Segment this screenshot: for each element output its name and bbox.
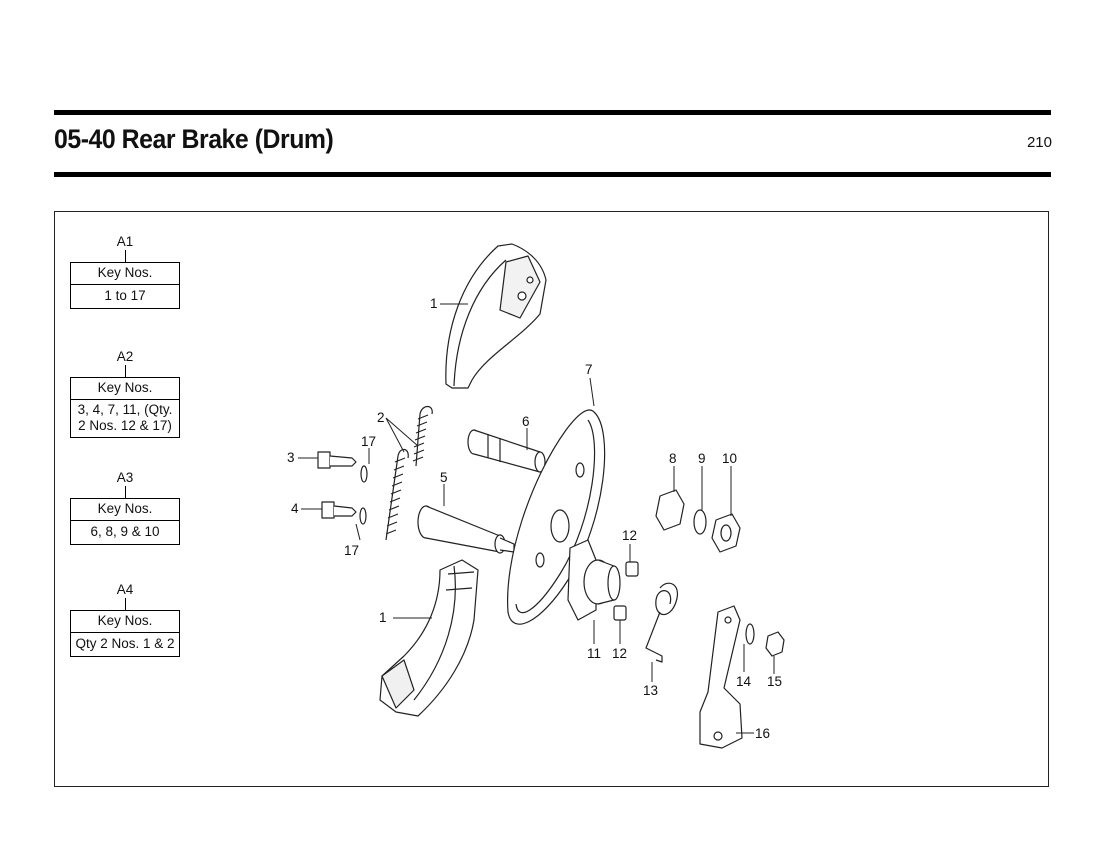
- callout-14: 14: [736, 674, 752, 689]
- callout-17-upper: 17: [361, 434, 376, 449]
- washer-14: [745, 623, 755, 645]
- kit-box: Key Nos. Qty 2 Nos. 1 & 2: [70, 610, 180, 657]
- backing-plate: [506, 409, 606, 625]
- callout-9: 9: [698, 451, 706, 466]
- kit-stem: [124, 598, 126, 610]
- kit-header: Key Nos.: [71, 263, 179, 285]
- nut-15: [765, 631, 785, 657]
- kit-id: A2: [116, 349, 134, 364]
- return-springs: [385, 405, 433, 541]
- callout-3: 3: [287, 450, 295, 465]
- page-title: 05-40 Rear Brake (Drum): [54, 124, 334, 154]
- callout-16: 16: [755, 726, 770, 741]
- torsion-spring: [645, 582, 678, 663]
- header-bottom-rule: [54, 172, 1051, 177]
- callout-1-upper: 1: [430, 296, 438, 311]
- kit-id: A1: [116, 234, 134, 249]
- callout-10: 10: [722, 451, 737, 466]
- kit-box: Key Nos. 6, 8, 9 & 10: [70, 498, 180, 545]
- kit-value: 6, 8, 9 & 10: [90, 524, 160, 539]
- clip-17-lower: [359, 507, 367, 525]
- kit-box: Key Nos. 3, 4, 7, 11, (Qty. 2 Nos. 12 & …: [70, 377, 180, 438]
- kit-box: Key Nos. 1 to 17: [70, 262, 180, 309]
- kit-a3: A3 Key Nos. 6, 8, 9 & 10: [70, 470, 180, 545]
- lower-brake-shoe: [379, 559, 479, 717]
- callout-4: 4: [291, 501, 299, 516]
- brake-lever-arm: [699, 605, 743, 749]
- header-top-rule: [54, 110, 1051, 115]
- callout-12-lower: 12: [612, 646, 627, 661]
- kit-id: A3: [116, 470, 134, 485]
- lever-hub: [567, 539, 621, 621]
- nut-10: [711, 513, 741, 553]
- nut-12-upper: [625, 561, 639, 577]
- pin-4: [321, 501, 357, 519]
- upper-brake-shoe: [445, 243, 547, 389]
- kit-header: Key Nos.: [71, 378, 179, 400]
- callout-5: 5: [440, 470, 448, 485]
- kit-header: Key Nos.: [71, 499, 179, 521]
- nut-12-lower: [613, 605, 627, 621]
- callout-labels: 1 1 2 3 4 5 6 7 8 9 10 11 12 12 13 14 15…: [287, 296, 782, 741]
- cam-shaft: [417, 505, 515, 554]
- callout-15: 15: [767, 674, 782, 689]
- callout-8: 8: [669, 451, 677, 466]
- kit-stem: [124, 486, 126, 498]
- clip-17-upper: [360, 465, 368, 483]
- anchor-pin: [467, 429, 546, 473]
- diagram-frame: [54, 211, 1049, 787]
- callout-11: 11: [587, 646, 601, 661]
- leader-lines: [298, 303, 775, 734]
- callout-1-lower: 1: [379, 610, 387, 625]
- callout-13: 13: [643, 683, 658, 698]
- callout-2: 2: [377, 410, 385, 425]
- callout-17-lower: 17: [344, 543, 359, 558]
- kit-stem: [124, 250, 126, 262]
- kit-a4: A4 Key Nos. Qty 2 Nos. 1 & 2: [70, 582, 180, 657]
- kit-header: Key Nos.: [71, 611, 179, 633]
- kit-value: 3, 4, 7, 11, (Qty. 2 Nos. 12 & 17): [77, 402, 173, 433]
- kit-a2: A2 Key Nos. 3, 4, 7, 11, (Qty. 2 Nos. 12…: [70, 349, 180, 438]
- callout-12-upper: 12: [622, 528, 637, 543]
- callout-6: 6: [522, 414, 530, 429]
- pin-3: [317, 451, 357, 469]
- kit-id: A4: [116, 582, 134, 597]
- kit-value: Qty 2 Nos. 1 & 2: [75, 636, 175, 651]
- kit-value: 1 to 17: [104, 288, 146, 303]
- nut-8: [655, 489, 685, 531]
- callout-7: 7: [585, 362, 593, 377]
- kit-a1: A1 Key Nos. 1 to 17: [70, 234, 180, 309]
- kit-stem: [124, 365, 126, 377]
- washer-9: [693, 509, 707, 535]
- page-number: 210: [1026, 134, 1052, 151]
